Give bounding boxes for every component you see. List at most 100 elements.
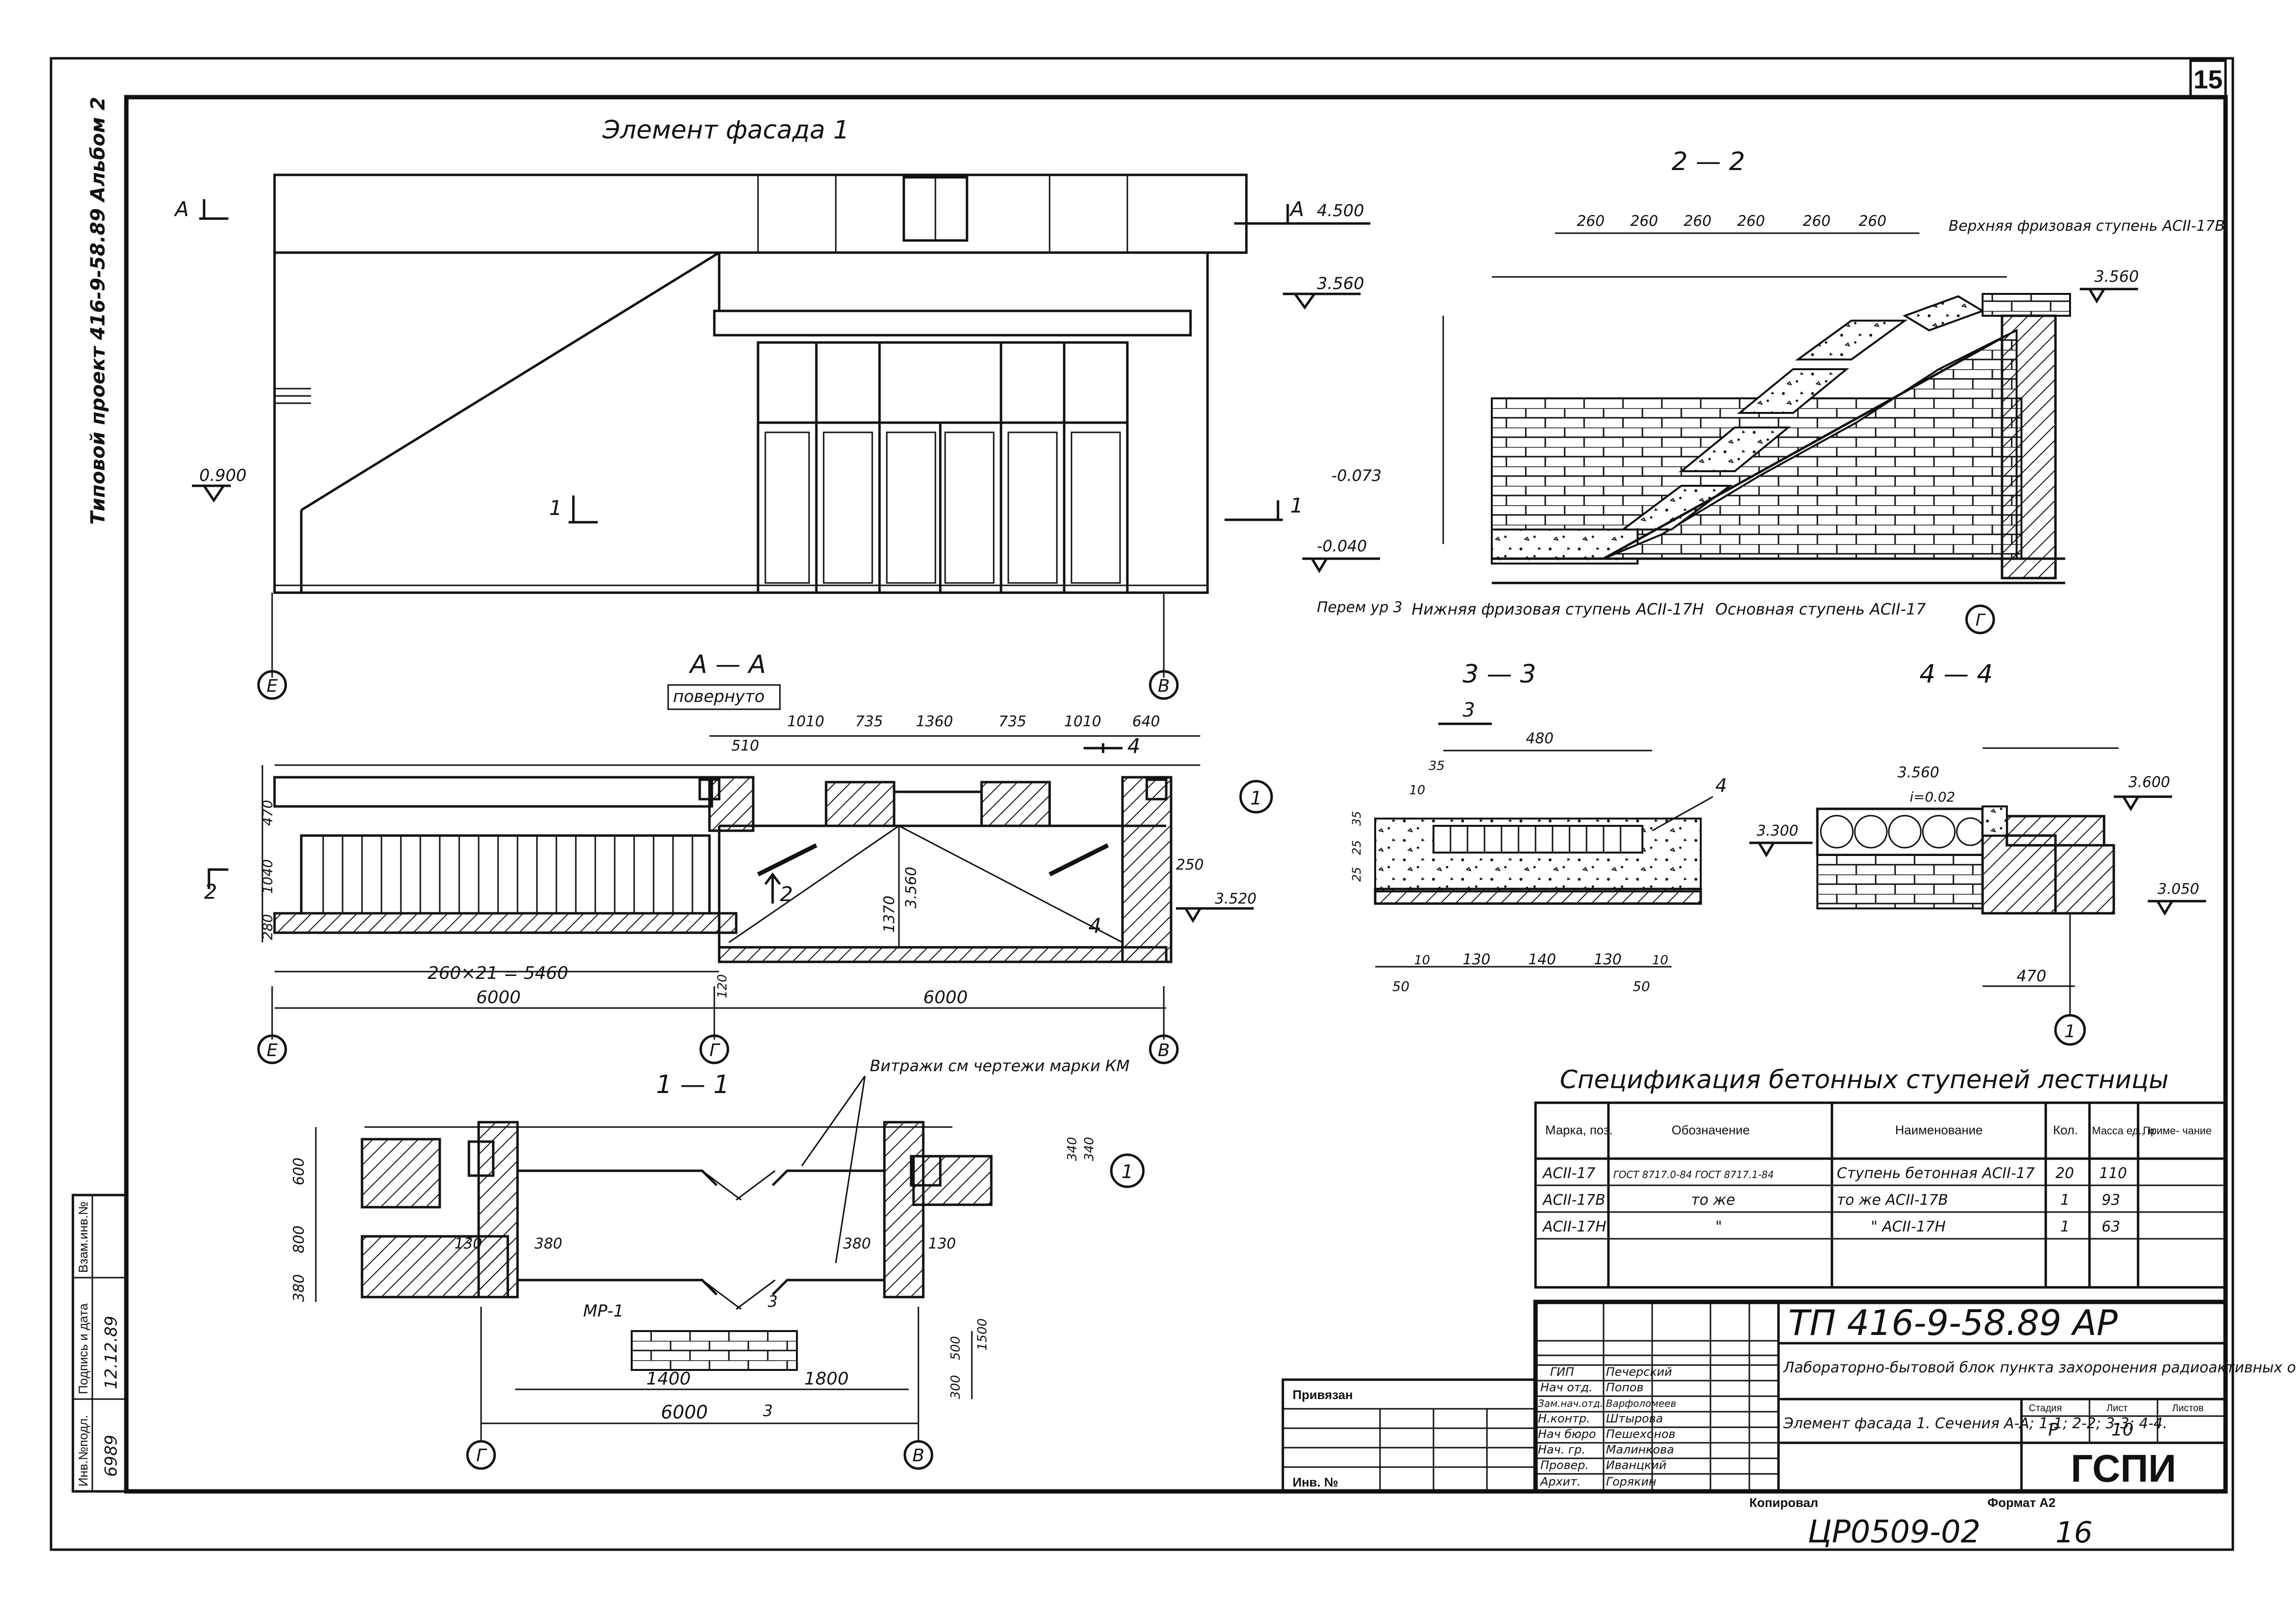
plan-dim-380b: 380: [535, 1235, 562, 1252]
aa-dim-3560: 3.560: [903, 867, 920, 908]
plan-dim-1800: 1800: [804, 1369, 849, 1389]
plan-1-1-title: 1 — 1: [656, 1070, 729, 1099]
aa-dim-stairs: 260×21 = 5460: [428, 963, 568, 983]
spec-r1-designation: ГОСТ 8717.0-84 ГОСТ 8717.1-84: [1613, 1169, 1774, 1180]
facade-axis-left: Е: [267, 676, 278, 696]
plan-mark-3b: 3: [763, 1402, 773, 1420]
people-2-role: Зам.нач.отд.: [1538, 1398, 1603, 1409]
people-1-name: Попов: [1606, 1381, 1643, 1394]
axis-g-2-2: Г: [1976, 611, 1986, 630]
s33-dim-35b: 35: [1350, 811, 1364, 826]
spec-r3-mass: 63: [2102, 1218, 2120, 1235]
aa-dim-1010a: 1010: [787, 713, 824, 730]
mark-minus-0073: -0.073: [1331, 466, 1381, 485]
stamp-sign-value: 12.12.89: [102, 1316, 121, 1389]
s44-mark-3560: 3.560: [1898, 764, 1939, 781]
spec-r2-name: то же АСII-17В: [1837, 1192, 1948, 1209]
spec-h-note: Приме- чание: [2143, 1125, 2212, 1137]
plan-dim-500: 500: [949, 1336, 963, 1360]
facade-mark-0900: 0.900: [199, 466, 246, 485]
title-block: Привязан Инв. № ГИП Печерский Нач отд. П…: [1281, 1299, 2296, 1494]
spec-table: Спецификация бетонных ступеней лестницы …: [1534, 1065, 2227, 1289]
section-a-a: А — А повернуто 510 1010 735 1360 735 10…: [204, 650, 1273, 1064]
plan-mark-3a: 3: [768, 1292, 777, 1311]
people-6-name: Иванцкий: [1606, 1458, 1667, 1472]
people-1-role: Нач отд.: [1540, 1381, 1592, 1394]
s33-callout-4: 4: [1715, 775, 1727, 796]
facade-section-1: 1: [549, 496, 562, 520]
level-label: Перем ур 3: [1317, 599, 1402, 616]
outer-frame: [50, 57, 2234, 1551]
plan-dim-800: 800: [291, 1226, 308, 1253]
people-6-role: Провер.: [1540, 1458, 1589, 1472]
s33-dim-25a: 25: [1350, 840, 1364, 855]
dim-260-1: 260: [1577, 213, 1605, 230]
people-3-name: Штырова: [1606, 1412, 1663, 1425]
org-name: ГСПИ: [2071, 1447, 2176, 1490]
spec-h-mass: Масса ед., кг: [2092, 1125, 2156, 1137]
section-4-4: 4 — 4 3.560 i=0.02 3.600 3.300 3.050 470…: [1749, 660, 2206, 1046]
spec-h-designation: Обозначение: [1672, 1123, 1750, 1137]
s33-dim-130b: 130: [1594, 951, 1622, 968]
spec-title: Спецификация бетонных ступеней лестницы: [1560, 1065, 2169, 1094]
handwritten-code: ЦР0509-02: [1808, 1514, 1981, 1550]
aa-mark-2-inner: 2: [780, 882, 793, 906]
aa-dim-1360: 1360: [916, 713, 953, 730]
sheet-number-box: [2189, 59, 2227, 99]
spec-r2-mark: АСII-17В: [1542, 1192, 1605, 1209]
plan-dim-340b: 340: [1082, 1137, 1097, 1161]
plan-note: Витражи см чертежи марки КМ: [870, 1057, 1130, 1075]
handwritten-page: 16: [2055, 1516, 2092, 1550]
facade-axis-right: В: [1158, 676, 1170, 696]
stamp-inv-value: 6989: [102, 1435, 121, 1477]
left-stamp: Взам.инв.№ Подпись и дата 12.12.89 Инв.№…: [71, 1194, 128, 1493]
main-step-label: Основная ступень АСII-17: [1715, 600, 1926, 618]
dim-260-3: 260: [1684, 213, 1711, 230]
plan-dim-380a: 380: [291, 1274, 308, 1302]
facade-view: Элемент фасада 1 Е: [173, 116, 1248, 700]
aa-dim-120: 120: [715, 974, 730, 998]
s33-dim-10c: 10: [1652, 953, 1668, 968]
top-step-label: Верхняя фризовая ступень АСII-17В: [1949, 218, 2225, 235]
spec-r3-name: " АСII-17Н: [1871, 1218, 1946, 1235]
s33-dim-50a: 50: [1392, 978, 1410, 994]
people-4-role: Нач бюро: [1538, 1427, 1596, 1441]
spec-r1-mass: 110: [2099, 1165, 2127, 1182]
spec-r1-qty: 20: [2055, 1165, 2074, 1182]
stamp-inv-label: Инв.№подл.: [76, 1415, 90, 1487]
section-a-a-subtitle: повернуто: [673, 687, 765, 706]
stamp-sign-label: Подпись и дата: [76, 1303, 90, 1394]
s33-dim-140: 140: [1528, 951, 1556, 968]
plan-axis-v: В: [913, 1446, 925, 1466]
mark-a-right: А: [1289, 197, 1304, 221]
sheet-value: 10: [2111, 1420, 2134, 1440]
aa-dim-735a: 735: [855, 713, 883, 730]
bound-label: Привязан: [1293, 1387, 1353, 1402]
spec-r1-mark: АСII-17: [1542, 1165, 1595, 1182]
s33-dim-130a: 130: [1463, 951, 1490, 968]
people-2-name: Варфоломеев: [1606, 1398, 1676, 1409]
spec-h-name: Наименование: [1895, 1123, 1983, 1137]
bottom-step-label: Нижняя фризовая ступень АСII-17Н: [1412, 600, 1704, 618]
plan-dim-1500: 1500: [975, 1318, 990, 1351]
spec-r3-designation: ": [1715, 1218, 1722, 1235]
dim-260-4: 260: [1737, 213, 1765, 230]
s44-mark-3050: 3.050: [2158, 881, 2199, 898]
aa-axis-1: 1: [1250, 787, 1262, 809]
spec-h-qty: Кол.: [2053, 1123, 2078, 1137]
dim-260-5: 260: [1803, 213, 1830, 230]
aa-dim-640: 640: [1132, 713, 1160, 730]
section-a-a-title: А — А: [689, 650, 766, 679]
facade-section-a: А: [173, 197, 189, 221]
s33-dim-10b: 10: [1414, 953, 1430, 968]
aa-axis-v: В: [1158, 1041, 1170, 1060]
people-7-name: Горякин: [1606, 1475, 1657, 1488]
plan-dim-340a: 340: [1065, 1137, 1080, 1161]
mark-minus-0040: -0.040: [1317, 537, 1367, 555]
aa-dim-6000-b: 6000: [923, 988, 968, 1008]
section-3-3: 3 — 3 3 480 35 10 4 35 25 25 10 130 140 …: [1350, 660, 1727, 994]
section-3-3-title: 3 — 3: [1463, 660, 1536, 689]
plan-dim-1400: 1400: [646, 1369, 691, 1389]
section-2-2: 2 — 2 260 260 260 260 260 260 Верхняя фр…: [1302, 147, 2225, 634]
